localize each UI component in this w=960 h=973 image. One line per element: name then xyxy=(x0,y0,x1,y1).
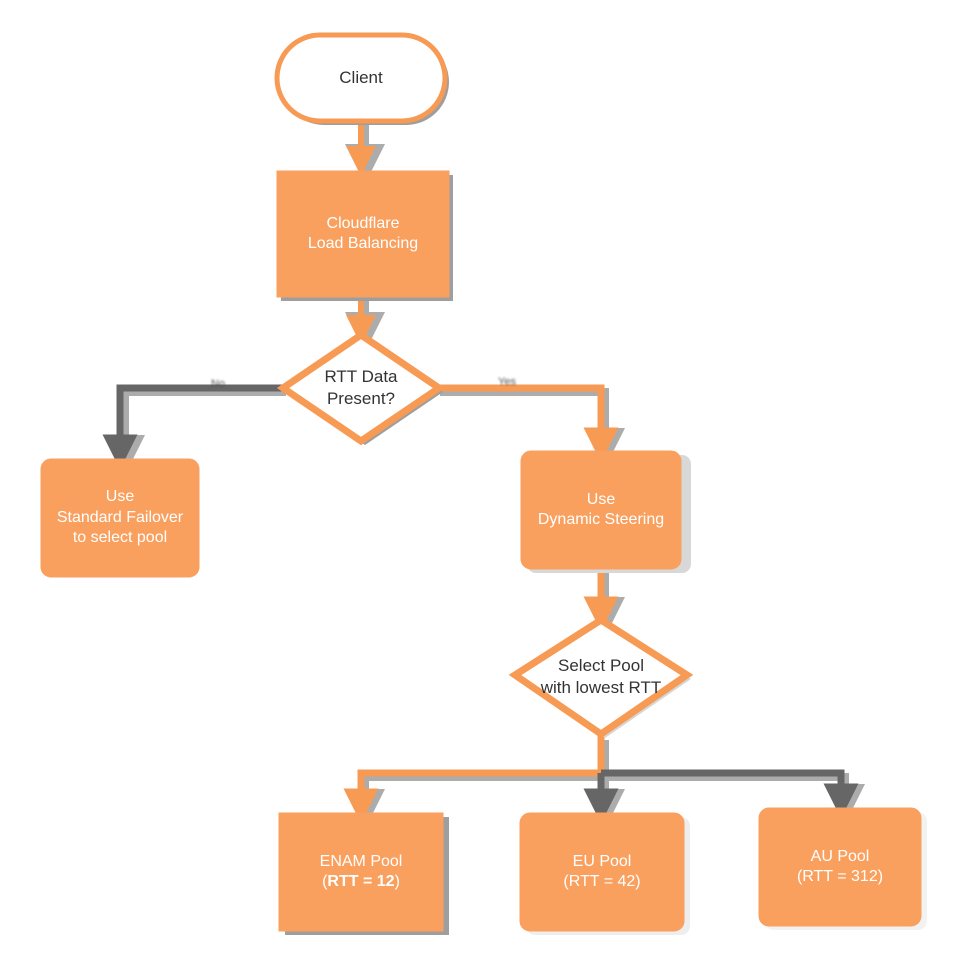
node-load-balancing[interactable] xyxy=(276,170,450,298)
edge-shadow-rtt-steering xyxy=(440,388,625,468)
edge-shadow-rtt-failover xyxy=(105,388,286,475)
edge-select-pool-to-enam-pool xyxy=(343,736,605,824)
node-au-pool[interactable] xyxy=(758,807,922,927)
edge-shadow-select-enam xyxy=(345,740,609,829)
node-eu-pool[interactable] xyxy=(519,812,685,932)
node-dynamic-steering[interactable] xyxy=(520,450,682,570)
node-standard-failover[interactable] xyxy=(40,458,200,578)
edge-rtt-yes-to-dynamic-steering xyxy=(436,384,619,463)
node-rtt-decision[interactable] xyxy=(276,330,446,446)
node-enam-pool[interactable] xyxy=(278,812,444,932)
edge-select-pool-to-au-pool xyxy=(601,769,859,819)
node-layer xyxy=(40,32,922,932)
node-select-pool[interactable] xyxy=(508,615,694,739)
node-client[interactable] xyxy=(274,32,448,124)
edge-shadow-layer xyxy=(105,125,865,829)
edge-layer xyxy=(102,121,859,824)
edge-shadow-select-au xyxy=(605,773,865,824)
edge-rtt-no-to-standard-failover xyxy=(102,384,282,470)
